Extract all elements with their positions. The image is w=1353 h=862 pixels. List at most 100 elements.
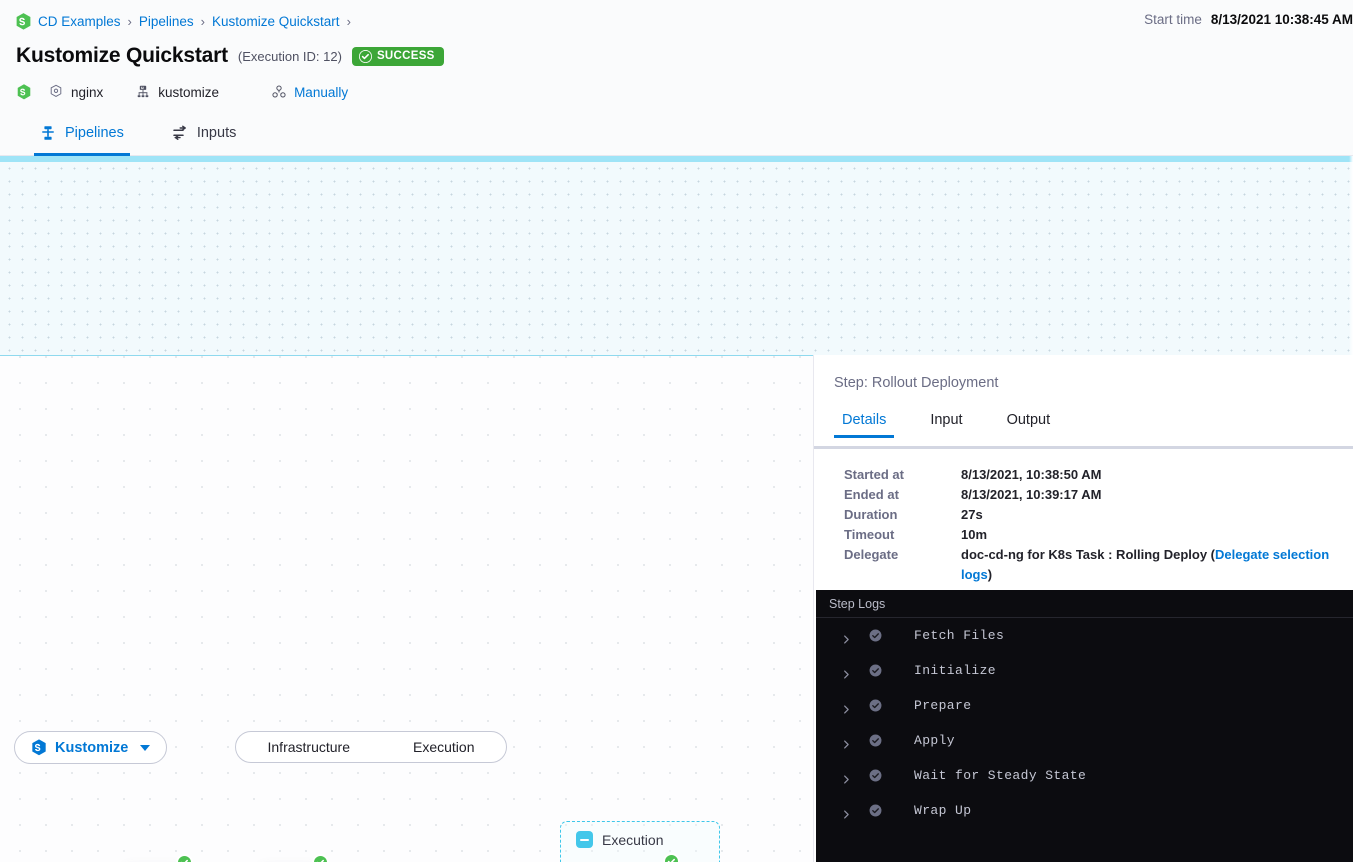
detail-value: 10m (961, 527, 988, 542)
minus-icon[interactable] (576, 831, 593, 848)
chevron-right-icon[interactable] (842, 806, 851, 819)
pipeline-icon (40, 125, 56, 141)
tab-label-output: Output (1006, 412, 1051, 428)
meta-label-trigger[interactable]: Manually (294, 84, 349, 100)
tab-inputs[interactable]: Inputs (166, 110, 243, 156)
start-time: Start time 8/13/2021 10:38:45 AM (1144, 12, 1353, 27)
log-row-apply[interactable]: Apply (816, 723, 1353, 758)
delegate-text: doc-cd-ng for K8s Task : Rolling Deploy … (961, 547, 1215, 562)
canvas-top-strip (0, 156, 1353, 162)
chevron-right-icon[interactable] (842, 666, 851, 679)
log-label: Apply (914, 733, 956, 748)
tab-input[interactable]: Input (922, 408, 970, 438)
detail-row-delegate: Delegate doc-cd-ng for K8s Task : Rollin… (844, 545, 1344, 585)
log-label: Wrap Up (914, 803, 972, 818)
step-logs-list: Fetch Files Initialize (816, 618, 1353, 828)
step-detail-panel: Step: Rollout Deployment Details Input O… (813, 355, 1353, 862)
tab-label-input: Input (930, 412, 963, 428)
delegate-selection-logs-link[interactable]: Delegate selection logs (961, 547, 1330, 582)
check-circle-icon (358, 49, 372, 63)
step-logs-panel: Step Logs Fetch Files (816, 590, 1353, 862)
detail-row-timeout: Timeout 10m (844, 525, 1344, 545)
breadcrumb-separator: › (346, 13, 351, 29)
detail-value: doc-cd-ng for K8s Task : Rolling Deploy … (961, 545, 1344, 585)
tab-pipelines[interactable]: Pipelines (34, 110, 130, 156)
section-execution[interactable]: Execution (413, 739, 475, 755)
stage-selector-label: Kustomize (55, 739, 129, 756)
log-label: Fetch Files (914, 628, 1005, 643)
tab-details[interactable]: Details (834, 408, 895, 438)
stage-section-toggle[interactable]: Infrastructure Execution (235, 731, 507, 763)
section-infrastructure[interactable]: Infrastructure (267, 739, 350, 755)
title-row: Kustomize Quickstart (Execution ID: 12) … (16, 42, 1337, 70)
detail-value: 8/13/2021, 10:38:50 AM (961, 467, 1102, 482)
detail-row-ended-at: Ended at 8/13/2021, 10:39:17 AM (844, 485, 1344, 505)
chevron-right-icon[interactable] (842, 771, 851, 784)
log-row-fetch-files[interactable]: Fetch Files (816, 618, 1353, 653)
execution-step-canvas[interactable]: Kustomize Infrastructure Execution (0, 355, 813, 862)
harness-hexagon-icon (16, 12, 31, 30)
tab-output[interactable]: Output (999, 408, 1059, 438)
status-check-icon (663, 853, 680, 862)
kustomize-deploy-icon (135, 84, 151, 100)
service-octagon-icon (48, 84, 64, 100)
pipeline-stage-canvas[interactable]: Kustomize (0, 156, 1353, 355)
tab-label-inputs: Inputs (196, 124, 237, 141)
status-check-icon (869, 734, 882, 747)
chevron-right-icon[interactable] (842, 631, 851, 644)
meta-item-harness (16, 84, 32, 100)
detail-key: Duration (844, 507, 898, 522)
tab-label-pipelines: Pipelines (65, 124, 124, 141)
chevron-down-icon[interactable] (140, 744, 151, 751)
execution-group-header[interactable]: Execution (576, 831, 663, 848)
harness-hexagon-icon (16, 84, 32, 100)
log-row-wait-for-steady-state[interactable]: Wait for Steady State (816, 758, 1353, 793)
detail-value: 27s (961, 507, 983, 522)
start-time-value: 8/13/2021 10:38:45 AM (1210, 12, 1353, 27)
detail-value: 8/13/2021, 10:39:17 AM (961, 487, 1102, 502)
execution-id-label: (Execution ID: 12) (237, 48, 342, 64)
breadcrumb-item-pipelines[interactable]: Pipelines (138, 13, 194, 29)
status-check-icon (312, 854, 329, 862)
meta-item-deployment-type: kustomize (135, 84, 219, 100)
chevron-right-icon[interactable] (842, 701, 851, 714)
page-title: Kustomize Quickstart (16, 44, 228, 67)
inputs-icon (172, 125, 188, 141)
log-row-wrap-up[interactable]: Wrap Up (816, 793, 1353, 828)
log-label: Initialize (914, 663, 997, 678)
breadcrumb-separator: › (127, 13, 132, 29)
chevron-right-icon[interactable] (842, 736, 851, 749)
status-badge-label: SUCCESS (376, 50, 435, 62)
breadcrumb-item-cd-examples[interactable]: CD Examples (38, 13, 121, 29)
detail-row-started-at: Started at 8/13/2021, 10:38:50 AM (844, 465, 1344, 485)
log-row-prepare[interactable]: Prepare (816, 688, 1353, 723)
status-badge: SUCCESS (351, 46, 444, 66)
execution-meta-row: nginx (16, 81, 1337, 103)
step-logs-header: Step Logs (816, 590, 1353, 618)
breadcrumb-item-kustomize-quickstart[interactable]: Kustomize Quickstart (212, 13, 340, 29)
stage-selector-kustomize[interactable]: Kustomize (14, 731, 168, 764)
step-tabs-underline (814, 446, 1353, 449)
tab-label-details: Details (842, 412, 887, 428)
breadcrumb: CD Examples › Pipelines › Kustomize Quic… (16, 10, 1337, 32)
detail-key: Started at (844, 467, 904, 482)
step-detail-tabs: Details Input Output (834, 408, 1058, 438)
canvas-edge-fade (1349, 156, 1353, 355)
detail-key: Timeout (844, 527, 895, 542)
delegate-suffix: ) (987, 567, 993, 582)
status-check-icon (869, 664, 882, 677)
detail-key: Ended at (844, 487, 899, 502)
log-label: Wait for Steady State (914, 768, 1087, 783)
meta-label-deployment-type: kustomize (158, 84, 220, 100)
meta-label-service: nginx (71, 84, 104, 100)
trigger-manual-icon (271, 84, 287, 100)
harness-hexagon-icon (31, 739, 47, 756)
main-tabs: Pipelines Inputs (0, 110, 1353, 156)
status-check-icon (869, 769, 882, 782)
meta-item-trigger[interactable]: Manually (271, 84, 348, 100)
status-check-icon (869, 629, 882, 642)
step-detail-title: Step: Rollout Deployment (834, 375, 999, 391)
meta-item-service: nginx (48, 84, 103, 100)
log-row-initialize[interactable]: Initialize (816, 653, 1353, 688)
